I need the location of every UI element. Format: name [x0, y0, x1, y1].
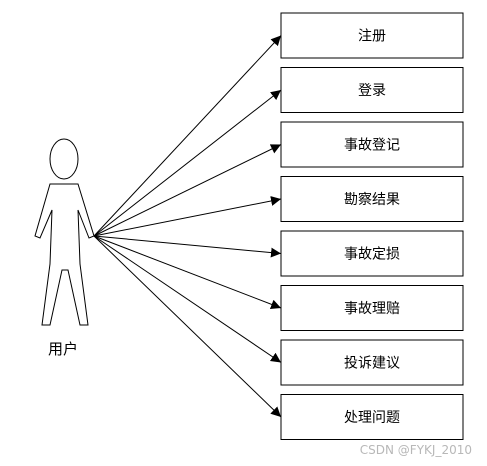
association-arrow [93, 235, 282, 418]
association-arrows [93, 35, 282, 418]
use-case-box: 事故理赔 [280, 285, 464, 331]
use-case-label: 事故登记 [344, 138, 400, 154]
association-arrow [93, 89, 282, 237]
use-case-rect [280, 339, 464, 386]
use-case-rect [280, 121, 464, 168]
association-arrow [93, 235, 282, 258]
actor-figure: 用户 [34, 138, 95, 358]
use-case-label: 投诉建议 [344, 356, 400, 372]
actor-body [34, 183, 95, 326]
use-case-box: 事故定损 [280, 230, 464, 277]
use-case-rect [280, 67, 464, 113]
association-arrow [93, 235, 282, 363]
actor-head [49, 138, 79, 180]
association-arrow [93, 235, 282, 310]
use-case-label: 注册 [358, 29, 386, 45]
use-case-rect [280, 285, 464, 331]
use-case-rect [280, 230, 464, 277]
use-case-box: 注册 [280, 12, 464, 59]
use-case-box: 登录 [280, 67, 464, 113]
association-arrow [93, 144, 282, 237]
use-case-box: 勘察结果 [280, 176, 464, 222]
use-case-rect [280, 176, 464, 222]
use-case-rect [280, 394, 464, 440]
use-case-label: 事故理赔 [344, 301, 400, 317]
actor-label: 用户 [48, 340, 78, 358]
watermark: CSDN @FYKJ_2010 [360, 443, 472, 457]
use-case-box: 投诉建议 [280, 339, 464, 386]
use-case-label: 勘察结果 [344, 191, 400, 208]
use-case-label: 登录 [358, 83, 386, 99]
use-case-box: 事故登记 [280, 121, 464, 168]
use-case-label: 事故定损 [344, 247, 400, 263]
association-arrow [93, 35, 282, 237]
use-case-label: 处理问题 [344, 410, 400, 426]
association-arrow [93, 196, 282, 237]
use-case-box: 处理问题 [280, 394, 464, 440]
use-case-rect [280, 12, 464, 59]
